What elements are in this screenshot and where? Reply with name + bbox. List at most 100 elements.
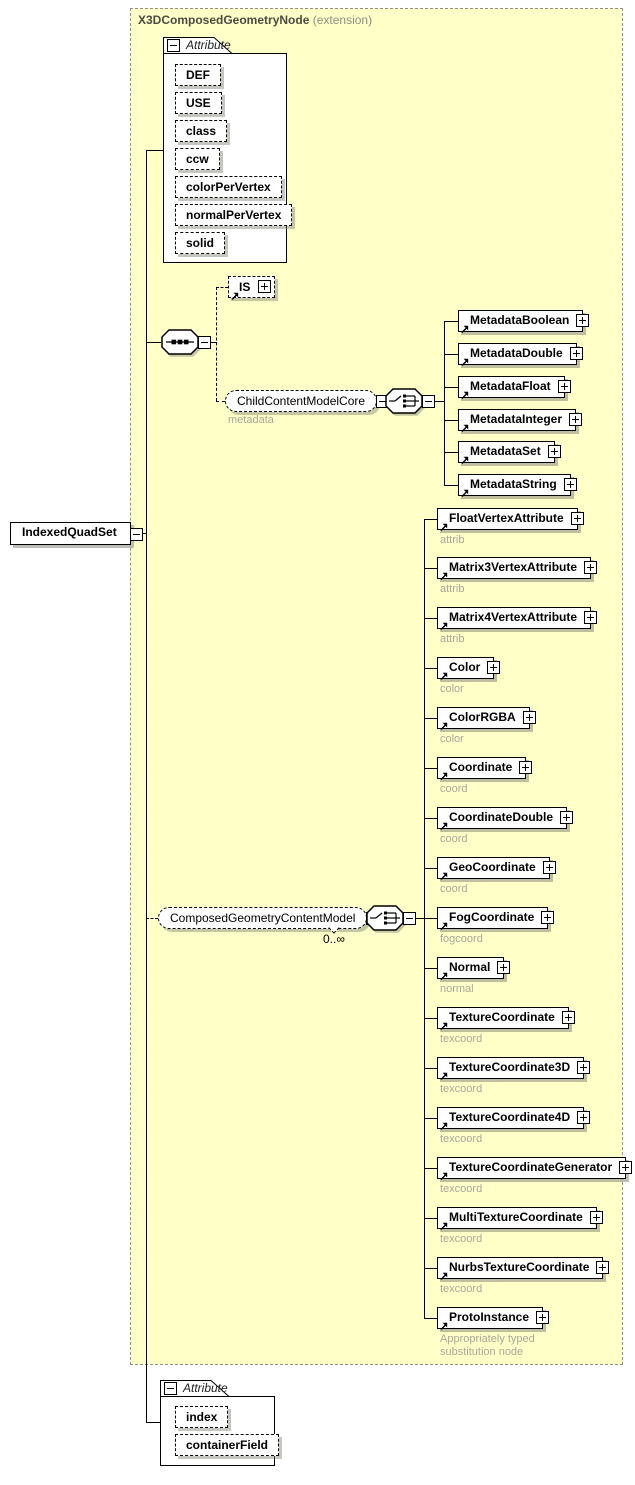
element-ref-matrix3vertexattribute[interactable]: Matrix3VertexAttribute xyxy=(437,557,598,580)
element-ref-texturecoordinate3d[interactable]: TextureCoordinate3D xyxy=(437,1057,591,1080)
extension-container-title: X3DComposedGeometryNode (extension) xyxy=(138,13,372,27)
element-ref-is[interactable]: IS xyxy=(228,276,276,300)
expand-icon[interactable] xyxy=(547,445,561,458)
element-ref-annotation: color xyxy=(440,683,464,695)
trunk-connector xyxy=(146,150,147,1422)
connector xyxy=(424,768,437,769)
group-ref-childcontentmodelcore[interactable]: ChildContentModelCore xyxy=(225,390,390,412)
element-ref-annotation: coord xyxy=(440,833,468,845)
element-ref-texturecoordinategenerator[interactable]: TextureCoordinateGenerator xyxy=(437,1157,633,1180)
expand-icon[interactable] xyxy=(497,961,511,974)
choice-indicator-icon xyxy=(366,905,404,934)
element-ref-texturecoordinate4d[interactable]: TextureCoordinate4D xyxy=(437,1107,591,1130)
expand-icon[interactable] xyxy=(522,711,536,724)
connector xyxy=(424,519,437,520)
connector-optional xyxy=(216,287,217,401)
connector xyxy=(424,818,437,819)
attribute-use: USE xyxy=(175,92,222,114)
element-ref-label: MetadataFloat xyxy=(470,379,551,393)
attribute-block-top-tab: Attribute xyxy=(163,37,233,54)
expand-icon[interactable] xyxy=(570,512,584,525)
expand-icon[interactable] xyxy=(584,611,598,624)
element-ref-arrow-icon xyxy=(439,1118,449,1130)
element-ref-metadatastring[interactable]: MetadataString xyxy=(458,474,577,497)
expand-icon[interactable] xyxy=(569,347,583,360)
expand-icon[interactable] xyxy=(258,280,272,293)
element-ref-color[interactable]: Color xyxy=(437,657,501,680)
element-ref-multitexturecoordinate[interactable]: MultiTextureCoordinate xyxy=(437,1207,603,1230)
connector xyxy=(424,1168,437,1169)
element-ref-arrow-icon xyxy=(439,1268,449,1280)
element-ref-arrow-icon xyxy=(439,1018,449,1030)
element-ref-label: FogCoordinate xyxy=(449,910,535,924)
collapse-icon[interactable] xyxy=(198,336,211,349)
connector xyxy=(435,401,444,402)
expand-icon[interactable] xyxy=(519,761,533,774)
sequence-indicator-icon xyxy=(161,329,199,358)
element-ref-nurbstexturecoordinate[interactable]: NurbsTextureCoordinate xyxy=(437,1257,610,1280)
expand-icon[interactable] xyxy=(577,1061,591,1074)
expand-icon[interactable] xyxy=(577,1111,591,1124)
expand-icon[interactable] xyxy=(557,380,571,393)
connector xyxy=(444,485,458,486)
element-ref-metadatadouble[interactable]: MetadataDouble xyxy=(458,343,583,366)
collapse-icon[interactable] xyxy=(422,395,435,408)
element-ref-annotation: texcoord xyxy=(440,1033,483,1045)
expand-icon[interactable] xyxy=(560,811,573,824)
element-ref-annotation: texcoord xyxy=(440,1083,483,1095)
expand-icon[interactable] xyxy=(619,1161,633,1174)
element-ref-metadataboolean[interactable]: MetadataBoolean xyxy=(458,310,590,333)
element-ref-label: Matrix4VertexAttribute xyxy=(449,610,578,624)
expand-icon[interactable] xyxy=(561,1011,575,1024)
connector xyxy=(444,452,458,453)
element-ref-annotation: attrib xyxy=(440,534,465,546)
element-ref-coordinatedouble[interactable]: CoordinateDouble xyxy=(437,807,573,830)
collapse-icon[interactable] xyxy=(129,528,143,541)
expand-icon[interactable] xyxy=(563,478,577,491)
container-title-text: X3DComposedGeometryNode xyxy=(138,13,310,27)
element-ref-texturecoordinate[interactable]: TextureCoordinate xyxy=(437,1007,575,1030)
connector xyxy=(444,354,458,355)
expand-icon[interactable] xyxy=(584,561,598,574)
element-ref-arrow-icon xyxy=(439,519,449,531)
element-ref-label: MetadataString xyxy=(470,477,557,491)
element-ref-annotation: Appropriately typed substitution node xyxy=(440,1333,535,1358)
element-ref-matrix4vertexattribute[interactable]: Matrix4VertexAttribute xyxy=(437,607,598,630)
occurrence-label: 0..∞ xyxy=(323,932,345,946)
collapse-icon[interactable] xyxy=(403,912,416,925)
expand-icon[interactable] xyxy=(576,314,590,327)
collapse-icon[interactable] xyxy=(164,1382,177,1395)
element-ref-fogcoordinate[interactable]: FogCoordinate xyxy=(437,907,555,930)
connector xyxy=(424,668,437,669)
element-ref-arrow-icon xyxy=(439,718,449,730)
connector xyxy=(424,1018,437,1019)
element-ref-annotation: color xyxy=(440,733,464,745)
element-ref-label: Matrix3VertexAttribute xyxy=(449,560,578,574)
element-ref-floatvertexattribute[interactable]: FloatVertexAttribute xyxy=(437,508,584,531)
element-ref-protoinstance[interactable]: ProtoInstance xyxy=(437,1307,550,1330)
expand-icon[interactable] xyxy=(487,661,501,674)
element-ref-coordinate[interactable]: Coordinate xyxy=(437,757,533,780)
connector xyxy=(424,1268,437,1269)
element-ref-normal[interactable]: Normal xyxy=(437,957,511,980)
connector-optional xyxy=(216,287,228,288)
expand-icon[interactable] xyxy=(589,1211,603,1224)
expand-icon[interactable] xyxy=(569,413,583,426)
element-ref-metadatainteger[interactable]: MetadataInteger xyxy=(458,409,583,432)
element-ref-label: MetadataBoolean xyxy=(470,313,570,327)
collapse-icon[interactable] xyxy=(167,39,180,52)
group-ref-composedgeometrycontentmodel[interactable]: ComposedGeometryContentModel xyxy=(158,907,380,934)
expand-icon[interactable] xyxy=(536,1311,550,1324)
element-ref-annotation: coord xyxy=(440,883,468,895)
element-ref-geocoordinate[interactable]: GeoCoordinate xyxy=(437,857,556,880)
attribute-class: class xyxy=(175,120,228,142)
group-ref-label: ComposedGeometryContentModel xyxy=(170,911,356,925)
element-ref-label: IS xyxy=(239,280,251,294)
element-ref-metadataset[interactable]: MetadataSet xyxy=(458,441,561,464)
expand-icon[interactable] xyxy=(542,861,556,874)
expand-icon[interactable] xyxy=(596,1261,610,1274)
expand-icon[interactable] xyxy=(541,911,555,924)
element-ref-colorrgba[interactable]: ColorRGBA xyxy=(437,707,536,730)
element-ref-label: TextureCoordinateGenerator xyxy=(449,1160,613,1174)
element-ref-metadatafloat[interactable]: MetadataFloat xyxy=(458,376,571,399)
